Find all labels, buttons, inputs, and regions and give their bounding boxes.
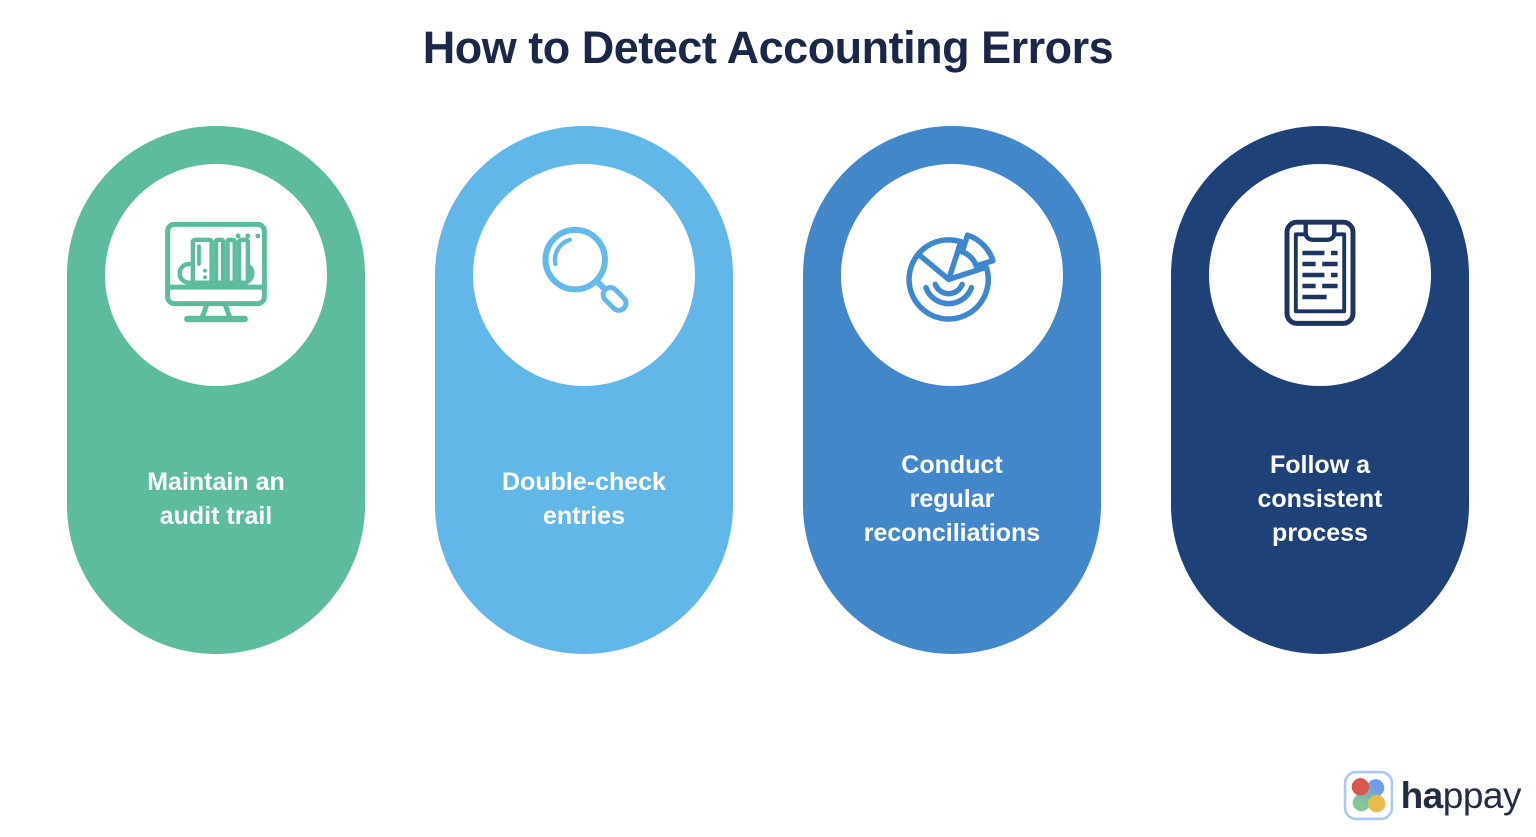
card-label-line: entries — [543, 502, 625, 530]
happay-logo-icon — [1343, 770, 1393, 821]
happay-logo-text-light: ppay — [1442, 775, 1522, 816]
icon-circle — [841, 164, 1063, 386]
card-label-line: audit trail — [159, 502, 273, 530]
card-label: Follow a consistent process — [1257, 386, 1382, 654]
card-label-line: Maintain an — [147, 468, 285, 496]
card-label-line: Conduct — [901, 451, 1003, 479]
card-label-line: Double-check — [502, 468, 666, 496]
happay-logo-text: happay — [1400, 775, 1522, 816]
icon-circle — [1209, 164, 1431, 386]
card-label-line: Follow a — [1270, 451, 1370, 479]
happay-logo-text-bold: ha — [1400, 775, 1444, 816]
card-label-line: process — [1272, 519, 1368, 547]
icon-circle — [473, 164, 695, 386]
card-label-line: regular — [909, 485, 995, 513]
card-maintain-audit-trail: Maintain an audit trail — [67, 126, 365, 654]
cards-container: Maintain an audit trail — [0, 126, 1536, 654]
happay-logo: happay — [1343, 770, 1522, 821]
page-title: How to Detect Accounting Errors — [422, 22, 1114, 73]
card-label: Double-check entries — [502, 386, 666, 654]
icon-circle — [105, 164, 327, 386]
card-conduct-regular-reconciliations: Conduct regular reconciliations — [803, 126, 1101, 654]
card-label-line: consistent — [1257, 485, 1383, 513]
magnifying-glass-icon — [542, 226, 629, 313]
card-label: Conduct regular reconciliations — [864, 386, 1040, 654]
monitor-audit-files-icon — [165, 221, 267, 323]
card-label: Maintain an audit trail — [147, 386, 285, 654]
card-label-line: reconciliations — [863, 519, 1041, 547]
clipboard-checklist-icon — [1284, 219, 1356, 326]
card-double-check-entries: Double-check entries — [435, 126, 733, 654]
card-follow-consistent-process: Follow a consistent process — [1171, 126, 1469, 654]
pie-chart-icon — [906, 232, 996, 322]
